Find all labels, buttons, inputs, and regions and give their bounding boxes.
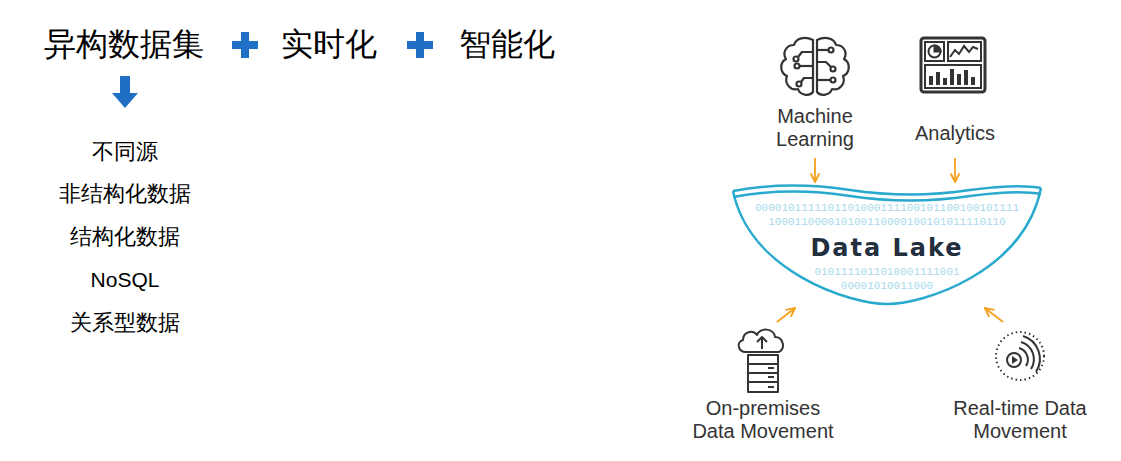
lake-title: Data Lake [730,234,1044,262]
server-rack [748,355,778,392]
bar [957,74,961,85]
bar [936,72,940,85]
upload-arrow [757,337,767,342]
icon-caption: Analytics [895,122,1015,145]
flow-arrow [814,158,816,182]
heading-term: 异构数据集 [44,23,204,67]
server-light [768,376,774,378]
circuit-dot [831,78,836,83]
stream-icon [996,332,1044,380]
list-item: 不同源 [92,137,158,167]
server-slot [748,363,778,365]
list-item: 非结构化数据 [59,179,191,209]
server-light [768,367,774,369]
down-arrow [112,76,138,108]
bar [943,78,947,85]
play-triangle [1012,356,1018,364]
circuit-line [817,62,831,67]
circuit-dot [795,64,800,69]
heading-term: 实时化 [281,23,377,67]
circuit-line [817,79,830,81]
list-item: NoSQL [91,268,160,292]
flow-arrow [954,158,956,182]
bar-chart [929,69,975,85]
dotted-ring [996,332,1044,380]
binary-digits: 00001010011000 [841,280,933,292]
circuit-dot [829,48,834,53]
icon-caption: Real-time Data Movement [950,397,1090,443]
bar [971,77,975,85]
heading-term: 智能化 [459,23,555,67]
icon-node: On-premises Data Movement [688,322,838,447]
binary-digits: 0101111011010001111001 [814,266,959,278]
binary-digits: 100011000010100110000100101011110110 [768,216,1006,228]
dashboard-panel [948,42,981,61]
plus-bar [416,32,424,58]
icon-caption: On-premises Data Movement [688,397,838,443]
icon-node: Analytics [895,30,1015,158]
plus-bar [241,32,249,58]
play-circle [1007,353,1021,367]
plus-sign [407,32,433,58]
cloud-shape [739,330,783,352]
brain-outline [781,38,813,95]
circuit-dot [831,67,836,72]
signal-arc [1023,336,1040,372]
list-item: 结构化数据 [70,222,180,252]
flow-arrow [985,308,1003,322]
signal-arc [1021,342,1034,369]
list-item: 关系型数据 [70,308,180,338]
bar [950,69,954,85]
brain-icon [781,38,849,95]
plus-sign [232,32,258,58]
dashboard-frame [921,38,985,92]
server-slot [748,372,778,374]
dashboard-icon [921,38,985,92]
water-wave [733,192,1041,201]
data-lake-bowl: Data Lake 0000101111101101000111100101100… [730,182,1044,308]
flow-arrow [777,308,795,322]
circuit-line [817,49,828,51]
circuit-line [800,65,813,67]
circuit-dot [794,57,799,62]
circuit-line [801,78,813,82]
server-slot [748,381,778,383]
bar [929,76,933,85]
line-chart [950,46,978,57]
server-cloud-icon [739,330,783,392]
pie-chart [929,46,941,58]
circuit-dot [797,82,802,87]
dashboard-panel [925,65,981,88]
icon-node: Machine Learning [755,30,875,158]
pie-slice [935,46,941,52]
circuit-line [798,52,813,57]
server-light [768,386,774,388]
bar [964,70,968,85]
brain-outline [817,38,849,95]
icon-caption: Machine Learning [755,105,875,151]
signal-arc [1019,348,1028,366]
binary-digits: 0000101111101101000111100101100100101111 [755,202,1019,214]
icon-node: Real-time Data Movement [950,322,1090,447]
dashboard-panel [925,42,944,61]
